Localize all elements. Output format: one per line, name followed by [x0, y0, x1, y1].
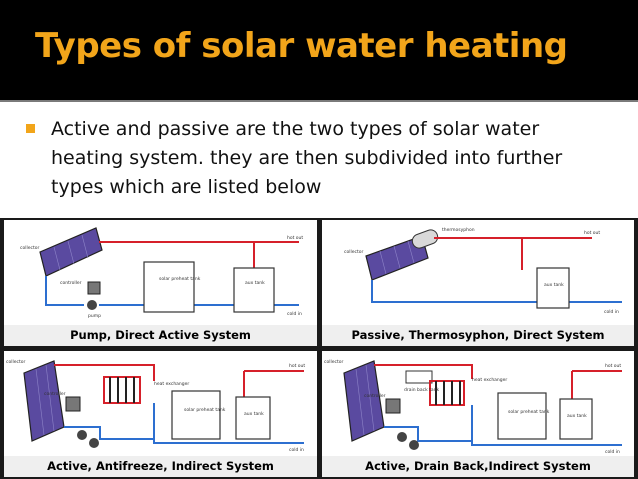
- solar-preheat-tank-icon: [171, 390, 221, 440]
- label-aux: aux tank: [244, 411, 264, 417]
- heat-exchanger-icon: [429, 380, 465, 406]
- label-collector: collector: [6, 359, 25, 365]
- collector-panel-icon: [39, 227, 103, 277]
- label-collector: collector: [20, 245, 39, 251]
- label-cold: cold in: [605, 449, 620, 455]
- label-hot: hot out: [584, 230, 600, 236]
- diagram-active-antifreeze: collector heat exchanger solar preheat t…: [4, 351, 317, 477]
- bullet-text: Active and passive are the two types of …: [51, 118, 563, 198]
- title-divider: [0, 100, 638, 102]
- label-aux: aux tank: [245, 280, 265, 286]
- aux-tank-icon: [559, 398, 593, 440]
- label-controller: controller: [60, 280, 82, 286]
- caption: Active, Drain Back,Indirect System: [322, 456, 634, 477]
- collector-panel-icon: [23, 360, 65, 442]
- aux-tank-icon: [536, 267, 570, 309]
- label-aux: aux tank: [544, 282, 564, 288]
- drain-back-tank-icon: [405, 370, 433, 384]
- label-aux: aux tank: [567, 413, 587, 419]
- diagram-active-drain-back: collector drain back tank heat exchanger…: [322, 351, 634, 477]
- label-hot: hot out: [289, 363, 305, 369]
- controller-icon: [385, 398, 401, 414]
- active-drain-back-schematic: collector drain back tank heat exchanger…: [324, 359, 622, 455]
- label-cold: cold in: [604, 309, 619, 315]
- label-collector: collector: [344, 249, 363, 255]
- label-controller: controller: [44, 391, 66, 397]
- pump-icon: [77, 430, 87, 440]
- caption: Passive, Thermosyphon, Direct System: [322, 325, 634, 346]
- pump-icon: [89, 438, 99, 448]
- pump-icon: [397, 432, 407, 442]
- solar-preheat-tank-icon: [497, 392, 547, 440]
- label-drain: drain back tank: [404, 387, 439, 393]
- pump-direct-active-schematic: collector solar preheat tank aux tank co…: [20, 227, 303, 319]
- passive-thermosyphon-schematic: collector thermosyphon aux tank hot out …: [344, 227, 622, 315]
- collector-panel-icon: [343, 360, 385, 442]
- label-cold: cold in: [287, 311, 302, 317]
- square-bullet-icon: [26, 124, 35, 133]
- label-controller: controller: [364, 393, 386, 399]
- label-pump: pump: [88, 314, 101, 319]
- solar-preheat-tank-icon: [143, 261, 195, 313]
- label-hot: hot out: [287, 235, 303, 241]
- title-bar: Types of solar water heating: [0, 0, 638, 100]
- pump-icon: [87, 300, 97, 310]
- label-tank: solar preheat tank: [184, 407, 226, 413]
- label-hx: heat exchanger: [472, 377, 507, 383]
- active-antifreeze-schematic: collector heat exchanger solar preheat t…: [6, 359, 305, 453]
- diagram-grid: collector solar preheat tank aux tank co…: [0, 218, 638, 479]
- caption: Active, Antifreeze, Indirect System: [4, 456, 317, 477]
- pump-icon: [409, 440, 419, 450]
- caption: Pump, Direct Active System: [4, 325, 317, 346]
- label-collector: collector: [324, 359, 343, 365]
- diagram-pump-direct-active: collector solar preheat tank aux tank co…: [4, 220, 317, 346]
- label-thermo: thermosyphon: [442, 227, 475, 233]
- diagram-passive-thermosyphon: collector thermosyphon aux tank hot out …: [322, 220, 634, 346]
- slide-title: Types of solar water heating: [35, 26, 568, 66]
- label-hot: hot out: [605, 363, 621, 369]
- controller-icon: [65, 396, 81, 412]
- collector-panel-icon: [365, 235, 429, 281]
- thermosyphon-tank-icon: [411, 229, 439, 249]
- label-hx: heat exchanger: [154, 381, 189, 387]
- aux-tank-icon: [233, 267, 275, 313]
- label-tank: solar preheat tank: [159, 276, 201, 282]
- label-tank: solar preheat tank: [508, 409, 550, 415]
- label-cold: cold in: [289, 447, 304, 453]
- heat-exchanger-icon: [103, 376, 141, 404]
- controller-icon: [87, 281, 101, 295]
- aux-tank-icon: [235, 396, 271, 440]
